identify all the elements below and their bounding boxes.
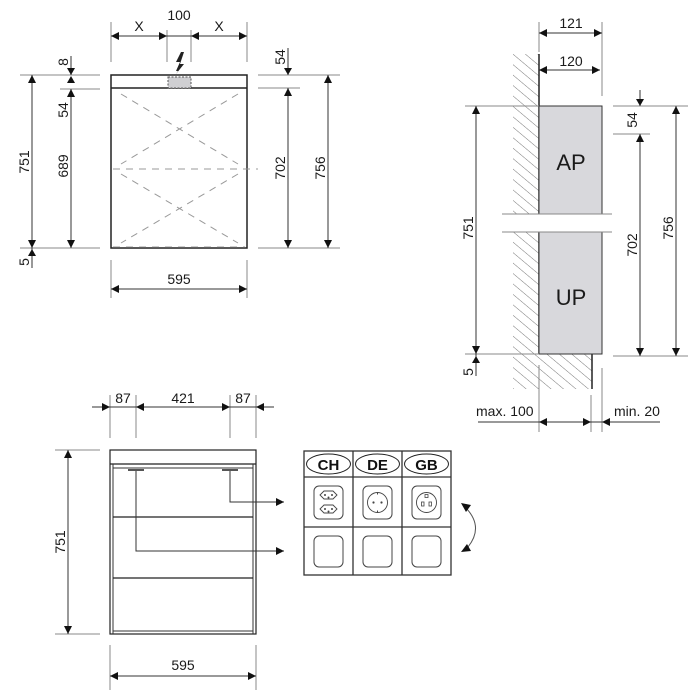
power-outlet-box (167, 76, 192, 89)
dim-121-label: 121 (559, 15, 583, 31)
side-dim-756-label: 756 (660, 216, 676, 240)
interior-width-595-label: 595 (171, 657, 195, 673)
dim-756-label: 756 (312, 156, 328, 180)
socket-table: CH DE GB (303, 450, 476, 576)
x-left-label: X (134, 18, 144, 34)
x-right-label: X (214, 18, 224, 34)
gb-socket-icon (411, 485, 442, 520)
min-20-label: min. 20 (614, 403, 660, 419)
dim-421-label: 421 (171, 390, 195, 406)
gb-blank-icon (411, 535, 442, 568)
max-100-label: max. 100 (476, 403, 534, 419)
dim-87-right-label: 87 (235, 390, 251, 406)
side-dim-54-label: 54 (624, 112, 640, 128)
svg-text:GB: GB (415, 457, 438, 474)
dim-751-label: 751 (16, 150, 32, 174)
interior-dim-751-label: 751 (52, 530, 68, 554)
de-socket-icon (362, 485, 393, 520)
dim-5-label: 5 (16, 258, 32, 266)
dim-120-label: 120 (559, 53, 583, 69)
svg-text:CH: CH (318, 457, 340, 474)
side-dim-5-label: 5 (460, 368, 476, 376)
country-gb: GB (404, 453, 449, 475)
side-dim-702-label: 702 (624, 233, 640, 257)
lightning-icon (176, 52, 184, 74)
surface-mounted-cabinet (538, 105, 603, 215)
socket-left (128, 469, 144, 471)
width-595-label: 595 (167, 271, 191, 287)
dim-702-label: 702 (272, 156, 288, 180)
dim-54-right-label: 54 (272, 49, 288, 65)
up-label: UP (556, 285, 587, 310)
ch-socket-icon (313, 485, 344, 520)
ch-blank-icon (313, 535, 344, 568)
wall-hatch (513, 54, 539, 214)
ap-label: AP (556, 150, 585, 175)
country-ch: CH (306, 453, 351, 475)
dim-87-left-label: 87 (115, 390, 131, 406)
dim-689-label: 689 (55, 154, 71, 178)
socket-right (222, 469, 238, 471)
country-de: DE (355, 453, 400, 475)
side-view: AP UP 121 120 751 5 54 702 756 (460, 15, 688, 432)
dim-54-left-label: 54 (55, 102, 71, 118)
interior-view: 87 421 87 751 595 (52, 390, 284, 690)
dim-8-label: 8 (55, 58, 71, 66)
svg-text:DE: DE (367, 457, 388, 474)
side-dim-751-label: 751 (460, 216, 476, 240)
flush-mounted-cabinet (538, 231, 603, 355)
width-100-label: 100 (167, 7, 191, 23)
curved-double-arrow-icon (461, 503, 476, 552)
front-view: X 100 X 8 54 751 689 5 (16, 7, 340, 298)
de-blank-icon (362, 535, 393, 568)
